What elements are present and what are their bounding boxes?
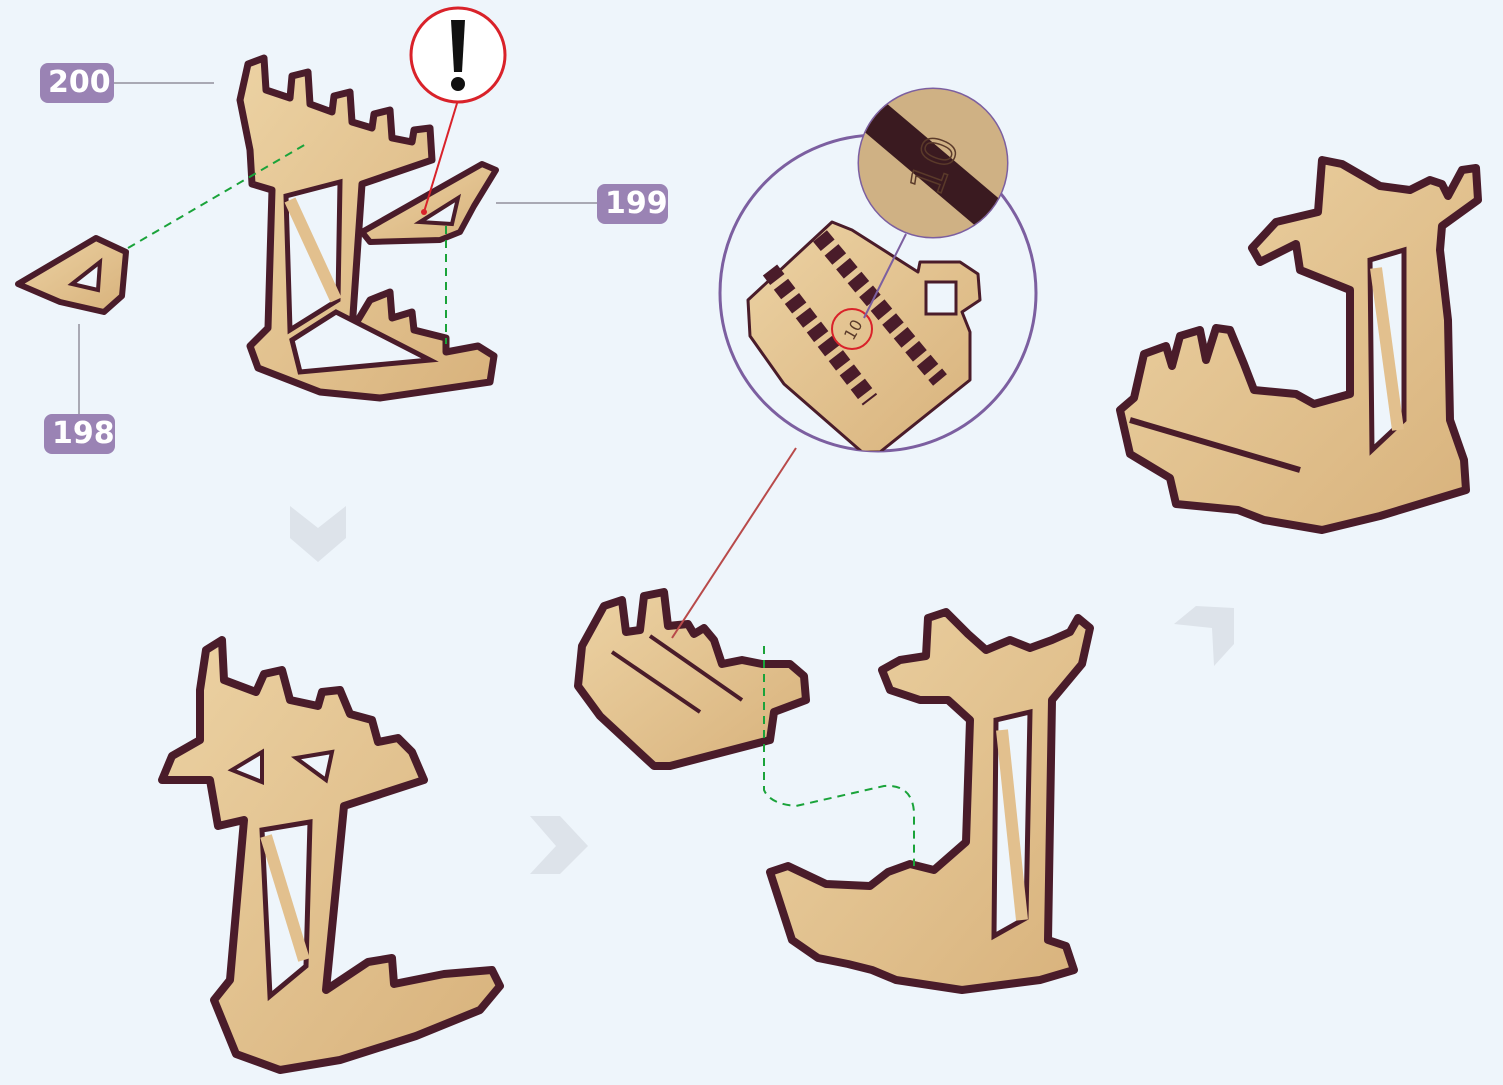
base-plate-shape [578,592,806,766]
step2-assembled [162,640,500,1070]
chevron-down-icon [290,506,346,562]
part-label-200: 200 [40,63,114,103]
chevron-right-icon [530,816,588,874]
part-label-198: 198 [44,414,115,454]
step4-final [1120,160,1478,530]
zoom-tab-hole [926,282,956,314]
exclamation-icon [411,8,505,102]
final-assembly-shape [1120,160,1478,530]
zoom-detail: 10 10 [720,80,1050,452]
zoom-pointer-line [672,448,796,638]
triangle-198-shape [18,238,126,312]
chevron-up-left-icon [1174,606,1234,666]
warning-dot [421,209,427,215]
part-label-199: 199 [597,184,668,224]
assembled-frame-shape [162,640,500,1070]
rotated-frame-shape [770,612,1090,990]
part-198-triangle [18,238,126,312]
